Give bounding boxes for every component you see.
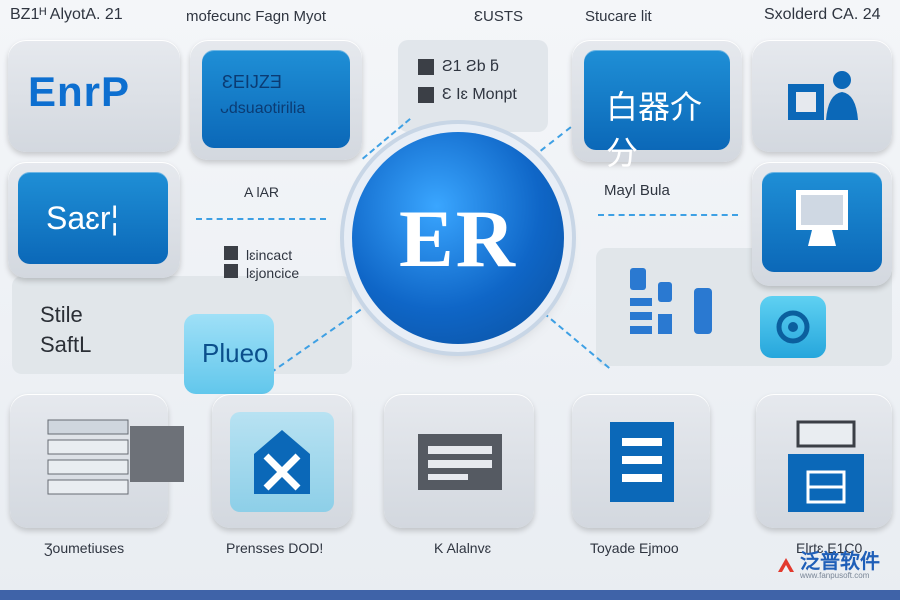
brand-logo-icon: [778, 558, 794, 572]
top-list-line2: Ɛ Iɛ Monpt: [442, 86, 517, 103]
tile-user[interactable]: [752, 40, 892, 152]
bottom-label-2: Prensses DOD!: [226, 540, 324, 556]
brand-url: www.fanpusoft.com: [800, 571, 870, 580]
header-center: ƐUSTS: [474, 8, 524, 25]
stack-icon: [47, 419, 184, 495]
tile-printer[interactable]: [756, 394, 892, 528]
er-hub[interactable]: ER: [352, 132, 564, 344]
top-list-panel: [398, 40, 548, 132]
tile-top-mid[interactable]: ƐEIJZƎ ᴗdsuaotirilia: [190, 40, 362, 160]
tile-saer[interactable]: Saɛr¦: [8, 162, 180, 278]
header-left: BZ1ᴴ AlyotA. 21: [10, 6, 123, 23]
stile-line1: Stile: [40, 302, 83, 327]
indicator-label: lɛincact lɛjoncice: [246, 247, 300, 281]
square-bullet-icon: [418, 59, 434, 75]
bottom-label-5: Elrtɛ E1C0: [796, 540, 863, 556]
indicator: lɛincact lɛjoncice: [224, 246, 336, 282]
bottom-label-1: Ʒoumetiuses: [44, 540, 125, 556]
square-bullet-icon: [224, 264, 238, 278]
bottom-label-4: Toyade Ejmoo: [590, 540, 679, 556]
tile-monitor-inner: [762, 172, 882, 272]
left-panel: [12, 276, 352, 374]
stile-line2: SaftL: [40, 332, 92, 357]
tile-plue[interactable]: Plueo: [184, 314, 274, 394]
plue-text: Plueo: [202, 338, 269, 368]
bottom-bar: [0, 590, 900, 600]
tile-tools[interactable]: [212, 394, 352, 528]
square-bullet-icon: [224, 246, 238, 260]
data-table-icon: [418, 434, 502, 490]
top-list: Ƨ1 Ƨb ƃ Ɛ Iɛ Monpt: [418, 58, 538, 104]
tile-monitor[interactable]: [752, 162, 892, 286]
tools-icon: [254, 430, 310, 494]
header-center-right: Stucare lit: [585, 8, 652, 25]
tile-top-right[interactable]: 白器介分: [572, 40, 742, 171]
printer-icon: [788, 420, 864, 512]
user-card-icon: [788, 71, 858, 120]
er-text: ER: [399, 193, 517, 284]
tile-data[interactable]: [384, 394, 534, 528]
tile-doc[interactable]: [572, 394, 710, 528]
document-icon: [610, 422, 674, 502]
top-mid-line2: ᴗdsuaotirilia: [220, 100, 306, 117]
tile-top-right-inner: 白器介分: [584, 50, 730, 171]
square-bullet-icon: [418, 87, 434, 103]
tile-saer-inner: Saɛr¦: [18, 172, 168, 264]
tile-stack[interactable]: [10, 394, 184, 528]
saer-text: Saɛr¦: [46, 200, 119, 236]
tile-enrp[interactable]: EnrP: [8, 40, 180, 152]
tile-tools-inner: [230, 412, 334, 512]
header-right: Sxolderd CA. 24: [764, 6, 881, 23]
bottles-chart-icon: [630, 268, 712, 334]
enrp-text: EnrP: [28, 68, 131, 115]
header-center-left: mofecunc Fagn Myot: [186, 8, 327, 25]
top-mid-line1: ƐEIJZƎ: [222, 72, 282, 92]
monitor-icon: [796, 190, 848, 246]
alar-label: A lAR: [244, 184, 280, 200]
tile-top-mid-inner: ƐEIJZƎ ᴗdsuaotirilia: [202, 50, 350, 148]
bottom-label-3: K Alalnvɛ: [434, 540, 492, 556]
brand-name: 泛普软件: [800, 551, 880, 573]
gear-icon: [776, 310, 810, 344]
stile-block: Stile SaftL: [40, 300, 91, 360]
mayl-bula-label: Mayl Bula: [604, 182, 670, 199]
connector-l: [196, 218, 326, 220]
brand[interactable]: 泛普软件 www.fanpusoft.com: [776, 552, 880, 580]
top-right-text: 白器介分: [606, 89, 703, 171]
cyan-gear-tile[interactable]: [760, 296, 826, 358]
connector-r: [598, 214, 738, 216]
top-list-line1: Ƨ1 Ƨb ƃ: [442, 58, 499, 75]
